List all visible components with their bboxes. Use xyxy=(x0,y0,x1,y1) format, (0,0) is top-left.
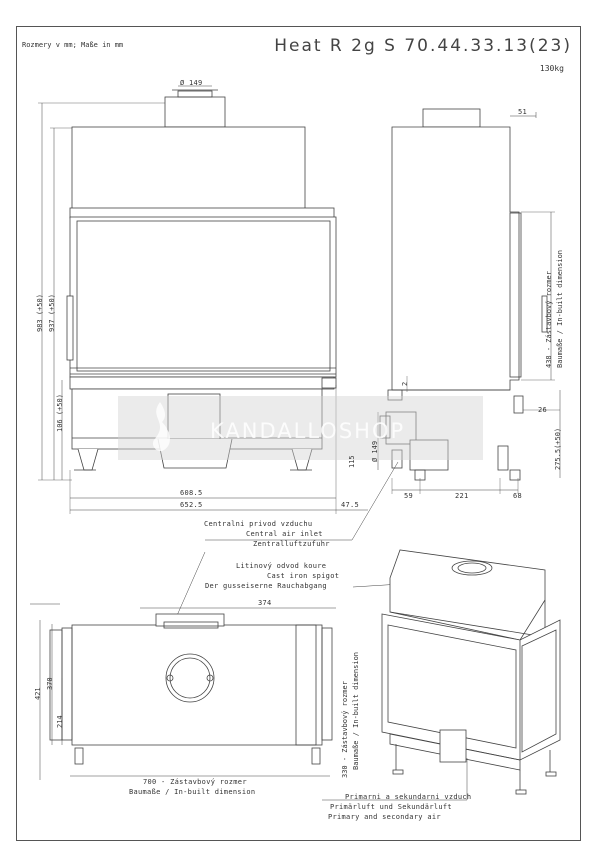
dim-builtin-depth: 438 - Zástavbový rozmer xyxy=(545,271,553,368)
dim-spigot-height: 115 xyxy=(348,455,356,468)
dim-height-body: 937 (+50) xyxy=(48,294,56,332)
flame-icon xyxy=(152,402,170,452)
dim-height-legs: 106 (+50) xyxy=(56,394,64,432)
drawing-frame xyxy=(16,26,581,841)
dim-26: 26 xyxy=(538,406,548,414)
side-view xyxy=(377,108,561,494)
plan-view xyxy=(30,603,336,780)
callout-spigot-cz: Litinový odvod koure xyxy=(236,562,327,570)
units-note: Rozmery v mm; Maße in mm xyxy=(22,41,124,49)
callout-spigot-en: Cast iron spigot xyxy=(267,572,340,580)
dim-330: 330 - Zástavbový rozmer xyxy=(341,681,349,778)
drawing-title: Heat R 2g S 70.44.33.13(23) xyxy=(274,36,572,56)
dim-59: 59 xyxy=(404,492,414,500)
callout-secondary-air-de: Primärluft und Sekundärluft xyxy=(330,803,452,811)
dim-275: 275.5(+50) xyxy=(554,427,562,470)
dim-top-offset: 51 xyxy=(518,108,528,116)
callout-air-inlet-en: Central air inlet xyxy=(246,530,323,538)
callout-air-inlet-cz: Centralni privod vzduchu xyxy=(204,520,313,528)
dim-builtin-caption: Baumaße / In-built dimension xyxy=(556,249,564,368)
watermark-band xyxy=(118,396,483,460)
dim-width-outer: 652.5 xyxy=(180,501,203,509)
dim-small-gap: 2 xyxy=(401,381,409,386)
dim-spigot-diameter: Ø 149 xyxy=(371,440,379,462)
dim-width-inner: 608.5 xyxy=(180,489,203,497)
callout-air-inlet-de: Zentralluftzufuhr xyxy=(253,540,330,548)
dim-221: 221 xyxy=(455,492,469,500)
dim-68: 68 xyxy=(513,492,523,500)
dim-height-total: 983 (+50) xyxy=(36,294,44,332)
callout-spigot-de: Der gusseiserne Rauchabgang xyxy=(205,582,327,590)
callout-secondary-air-en: Primary and secondary air xyxy=(328,813,441,821)
isometric-view xyxy=(381,549,561,795)
dim-flue-diameter: Ø 149 xyxy=(180,79,203,87)
dim-370: 370 xyxy=(46,677,54,690)
dim-700-caption: Baumaße / In-built dimension xyxy=(129,788,256,796)
callout-secondary-air-cz: Primarni a sekundarni vzduch xyxy=(345,793,472,801)
watermark-text: KANDALLOSHOP xyxy=(210,419,406,443)
dim-330-caption: Baumaße / In-built dimension xyxy=(352,651,360,770)
dim-offset: 47.5 xyxy=(341,501,360,509)
front-view xyxy=(38,85,368,514)
dim-421: 421 xyxy=(34,687,42,700)
dim-374: 374 xyxy=(258,599,272,607)
dim-700: 700 - Zástavbový rozmer xyxy=(143,778,247,786)
dim-214: 214 xyxy=(56,715,64,728)
weight-label: 130kg xyxy=(539,64,564,73)
